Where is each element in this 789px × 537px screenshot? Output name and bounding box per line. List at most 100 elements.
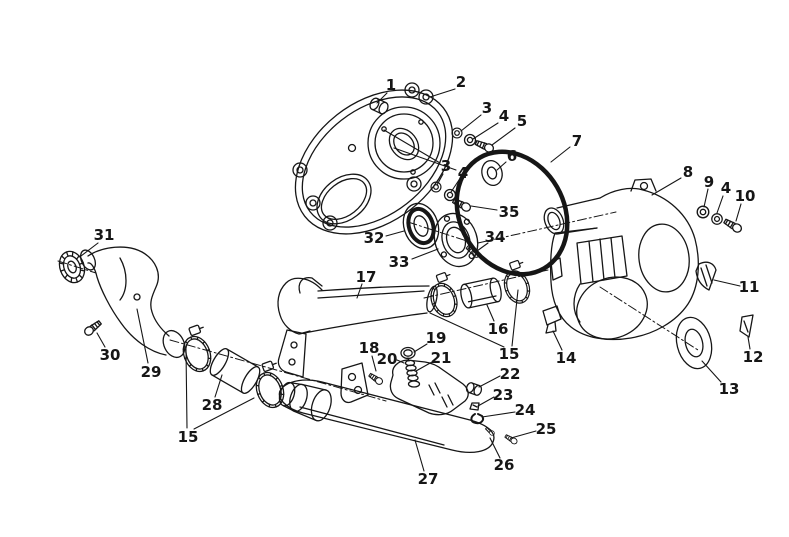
bolt-25 [503,433,519,446]
washer-9 [696,205,710,219]
part-label-9: 9 [704,173,714,191]
bolt-10 [722,216,744,235]
hook-clip-24-part [470,413,485,425]
bolt-18 [367,371,385,387]
part-label-12: 12 [743,348,764,366]
leader-line-20 [396,359,405,364]
leader-line-23 [477,396,495,407]
washer-3a [451,127,463,139]
part-label-15: 15 [499,345,520,363]
bolt-30 [82,318,104,338]
leader-line-17 [356,283,363,299]
part-label-17: 17 [356,268,377,286]
lockwasher-4a [463,133,477,147]
leader-line-6 [496,161,507,171]
leader-line-3 [460,114,482,132]
leader-line-15 [193,397,255,430]
drive-belt-part [454,149,570,277]
part-label-6: 6 [507,147,517,165]
leader-line-5 [491,127,516,146]
hose-16-part [460,277,502,309]
duct-bracket [277,329,307,378]
leader-line-15 [511,289,519,347]
bushing-part [369,97,389,115]
leader-line-4 [716,195,724,214]
part-label-26: 26 [494,456,515,474]
vent-slats [576,235,628,285]
part-label-16: 16 [488,320,509,338]
part-label-8: 8 [683,163,693,181]
leader-line-10 [735,203,742,222]
leader-line-27 [414,439,425,472]
part-label-19: 19 [426,329,447,347]
clip-11-part [695,261,717,291]
part-label-35: 35 [499,203,520,221]
clip-12-part [739,314,754,338]
leader-line-2 [429,88,456,98]
leader-line-12 [747,336,751,350]
leader-line-7 [550,146,571,163]
part-label-22: 22 [500,365,521,383]
leader-line-8 [651,177,682,196]
part-label-4: 4 [458,164,468,182]
leader-line-4 [472,122,499,140]
ring-13-part [675,316,713,370]
part-label-11: 11 [739,278,760,296]
part-label-31: 31 [94,226,115,244]
vent-grille-part [58,250,86,284]
part-label-3: 3 [482,99,492,117]
part-label-20: 20 [377,350,398,368]
part-label-34: 34 [485,228,506,246]
spacer-22-part [465,382,483,396]
guard-part [278,379,495,453]
leader-line-15 [429,312,505,348]
leader-line-25 [510,430,537,439]
leader-line-24 [481,411,516,418]
leader-line-3 [436,173,444,186]
leader-line-13 [701,360,722,383]
part-label-5: 5 [517,112,527,130]
hose-28-part [209,348,261,394]
leader-line-30 [96,332,106,348]
part-label-25: 25 [536,420,557,438]
heat-shield-part [389,359,469,416]
part-label-15: 15 [178,428,199,446]
part-label-24: 24 [515,401,536,419]
leader-line-29 [136,308,149,364]
leader-line-15 [185,348,188,429]
lockwasher-4c [711,213,723,225]
fitting-14-part [542,305,562,334]
part-label-1: 1 [386,76,396,94]
part-label-13: 13 [719,380,740,398]
part-label-27: 27 [418,470,439,488]
leader-line-34 [476,242,489,252]
part-label-4: 4 [721,179,731,197]
part-label-2: 2 [456,73,466,91]
leader-line-16 [486,304,495,322]
leader-line-32 [385,230,405,237]
leader-line-4 [450,179,460,193]
part-label-29: 29 [141,363,162,381]
part-label-4: 4 [499,107,509,125]
leader-line-4 [393,147,457,171]
part-label-21: 21 [431,349,452,367]
bracket-18-part [340,362,369,404]
part-label-28: 28 [202,396,223,414]
part-label-7: 7 [572,132,582,150]
leader-line-1 [376,92,388,104]
leader-line-11 [713,279,741,287]
leader-line-19 [413,343,428,353]
bolt-5 [473,138,496,155]
fastener-stack-part [400,346,421,388]
leader-line-3 [383,129,441,164]
leader-line-18 [371,355,377,372]
muffler-part [278,381,332,422]
part-label-10: 10 [735,187,756,205]
seal-6 [481,160,503,186]
seal-32-part [402,202,440,250]
part-label-18: 18 [359,339,380,357]
bearing-flange-part [433,212,479,268]
